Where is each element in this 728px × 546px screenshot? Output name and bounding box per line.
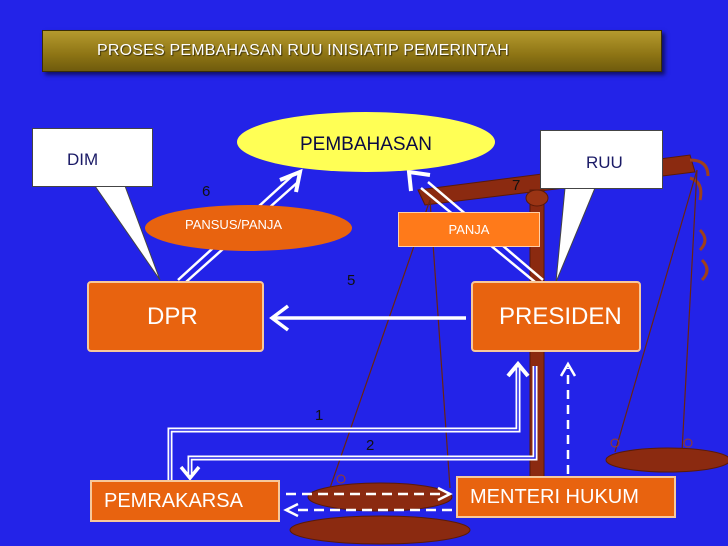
arrow-presiden-to-pemrakarsa xyxy=(179,366,538,481)
step-5-label: 5 xyxy=(347,272,356,289)
pansus-panja-label: PANSUS/PANJA xyxy=(185,217,283,232)
arrow-presiden-to-dpr xyxy=(269,304,466,332)
pemrakarsa-box: PEMRAKARSA xyxy=(90,480,280,522)
ruu-label: RUU xyxy=(586,153,623,172)
ruu-callout-tail xyxy=(555,187,596,283)
title-bar: PROSES PEMBAHASAN RUU INISIATIP PEMERINT… xyxy=(42,30,662,72)
arrow-menteri-to-presiden xyxy=(559,361,577,474)
step-6-label: 6 xyxy=(202,183,211,200)
panja-box: PANJA xyxy=(398,212,540,247)
ruu-callout: RUU xyxy=(540,130,663,189)
dim-label: DIM xyxy=(67,150,99,169)
dpr-label: DPR xyxy=(147,302,198,330)
arrows-pemrakarsa-menteri xyxy=(283,486,453,518)
step-7-label: 7 xyxy=(512,177,521,194)
step-2-label: 2 xyxy=(366,437,375,454)
arrow-pemrakarsa-to-presiden xyxy=(167,360,530,480)
pansus-panja-ellipse: PANSUS/PANJA xyxy=(145,205,352,251)
dpr-box: DPR xyxy=(87,281,264,352)
dim-callout: DIM xyxy=(32,128,153,187)
presiden-box: PRESIDEN xyxy=(471,281,641,352)
presiden-label: PRESIDEN xyxy=(499,302,622,330)
menteri-hukum-box: MENTERI HUKUM xyxy=(456,476,676,518)
step-1-label: 1 xyxy=(315,407,324,424)
page-title: PROSES PEMBAHASAN RUU INISIATIP PEMERINT… xyxy=(97,42,510,59)
pemrakarsa-label: PEMRAKARSA xyxy=(104,489,243,512)
pembahasan-label: PEMBAHASAN xyxy=(300,134,432,155)
balance-scale-decoration xyxy=(289,154,728,545)
panja-label: PANJA xyxy=(448,222,490,237)
menteri-hukum-label: MENTERI HUKUM xyxy=(470,485,639,508)
pembahasan-ellipse: PEMBAHASAN xyxy=(237,112,495,172)
